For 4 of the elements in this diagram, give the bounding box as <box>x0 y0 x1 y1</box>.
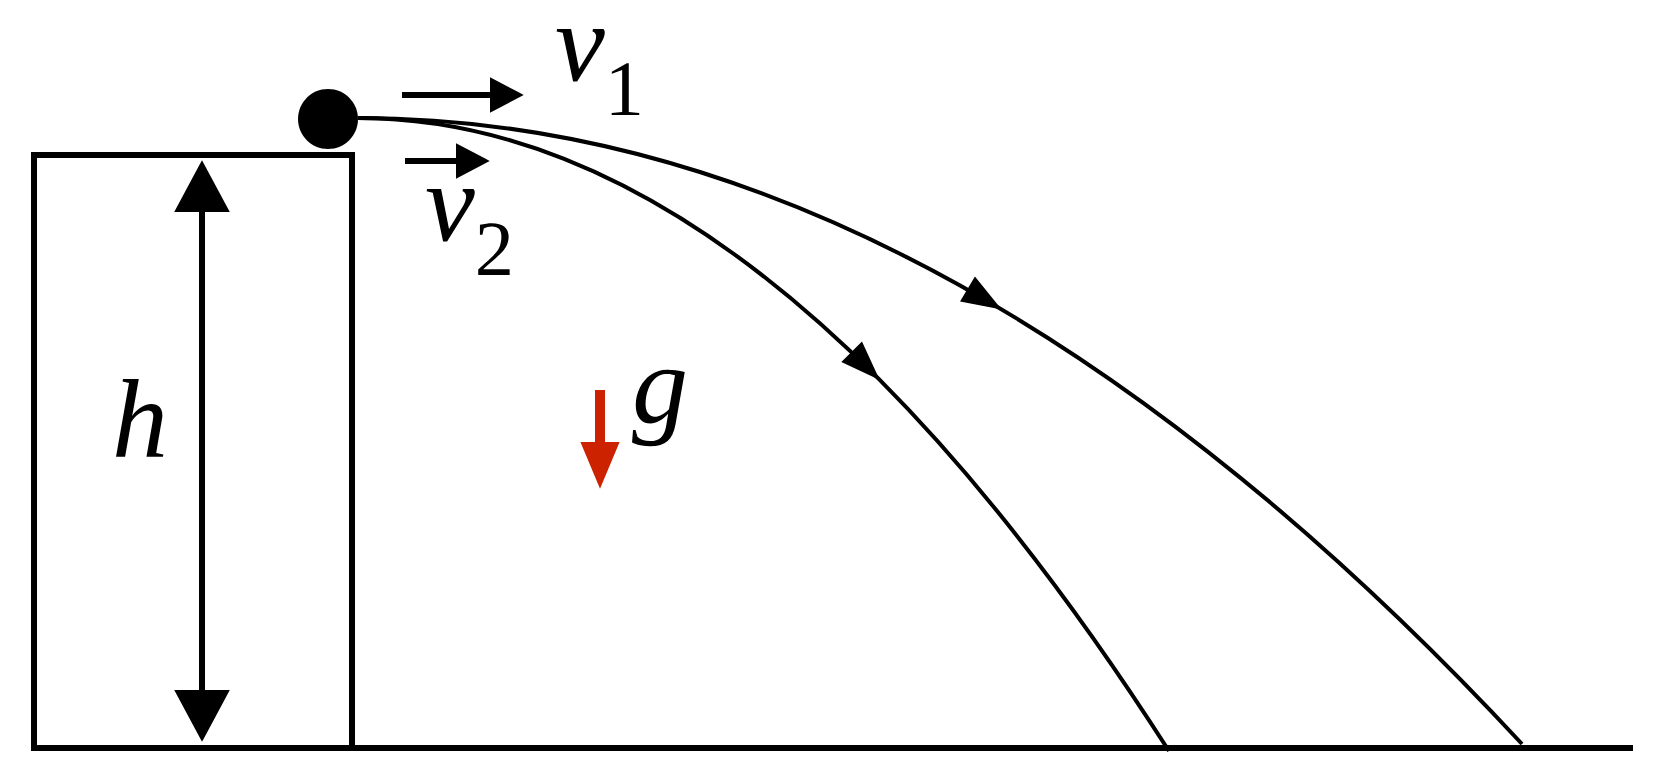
variable-label: h <box>116 379 164 457</box>
variable-label: g <box>632 369 685 447</box>
variable-label: v$_{1}$ <box>556 29 640 115</box>
variable-label: v$_{2}$ <box>426 188 510 276</box>
